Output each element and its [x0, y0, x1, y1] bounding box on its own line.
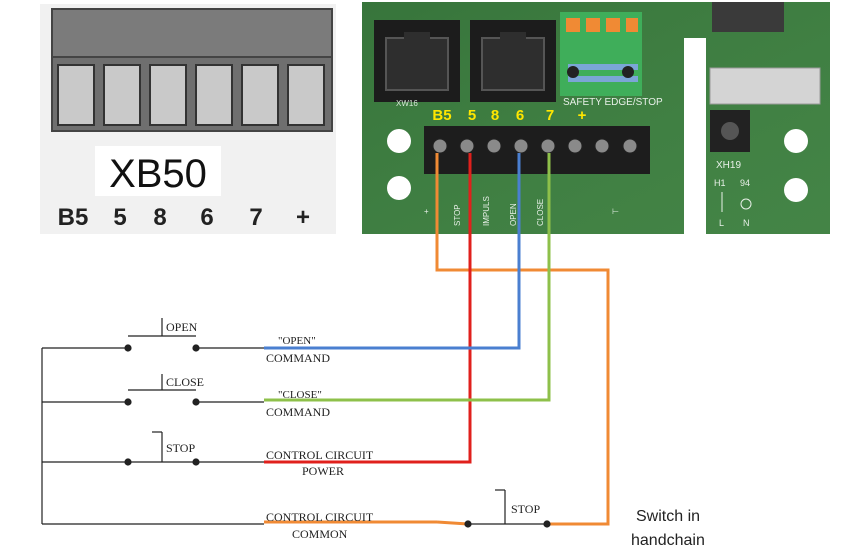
xb50-label-b5: B5 [58, 204, 89, 231]
wire-red [264, 153, 472, 464]
terminal-silk-labels: + STOP IMPULS OPEN CLOSE ⊢ [424, 196, 619, 226]
xb50-screw-slots [57, 64, 325, 126]
silk-impuls: IMPULS [482, 196, 491, 226]
fuse-holder [709, 67, 821, 105]
overlay-8: 8 [491, 107, 499, 124]
wire-orange [435, 153, 610, 526]
open-command-line1: "OPEN" [278, 335, 316, 347]
silk-open: OPEN [509, 203, 518, 226]
overlay-7: 7 [546, 107, 554, 124]
power-line1: CONTROL CIRCUIT [266, 448, 374, 462]
xb50-label-8: 8 [153, 204, 166, 231]
open-command-line2: COMMAND [266, 351, 330, 365]
safety-edge-silk: SAFETY EDGE/STOP [563, 97, 663, 108]
xb50-label-6: 6 [200, 204, 213, 231]
rj-jack-right [470, 20, 556, 102]
overlay-6: 6 [516, 107, 524, 124]
switch-label-stop-handchain: STOP [511, 502, 540, 516]
mount-hole [784, 129, 808, 153]
mount-hole [387, 129, 411, 153]
common-line2: COMMON [292, 527, 348, 541]
wire-orange-common [436, 520, 469, 526]
xh19-label: XH19 [716, 160, 741, 171]
switch-label-open: OPEN [166, 320, 198, 334]
mount-hole [784, 178, 808, 202]
wires [264, 153, 610, 526]
safety-edge-connector [560, 12, 642, 96]
switch-label-close: CLOSE [166, 375, 204, 389]
silk-close: CLOSE [536, 199, 545, 226]
silk-stop: STOP [453, 204, 462, 226]
switch-label-stop: STOP [166, 441, 195, 455]
rj-jack-left [374, 20, 460, 102]
terminal-overlay-labels: B5 5 8 6 7 + [432, 107, 586, 124]
xb50-labels: B5 5 8 6 7 + [58, 204, 310, 231]
overlay-5: 5 [468, 107, 476, 124]
overlay-plus: + [578, 107, 587, 124]
schematic-labels: OPEN CLOSE STOP STOP "OPEN" COMMAND "CLO… [166, 320, 540, 541]
wire-blue [264, 153, 521, 350]
xb50-title: XB50 [109, 152, 207, 196]
close-command-line2: COMMAND [266, 405, 330, 419]
close-command-line1: "CLOSE" [278, 389, 322, 401]
power-line2: POWER [302, 464, 344, 478]
xb50-label-7: 7 [249, 204, 262, 231]
n94-label: 94 [740, 178, 750, 188]
handchain-note-line2: handchain [631, 532, 705, 549]
l-label: L [719, 218, 724, 228]
wire-green [264, 153, 551, 402]
silk-plus: + [424, 207, 429, 216]
pcb-board: XW16 SAFETY EDGE/STOP XH19 H1 94 L N [362, 2, 830, 234]
common-line1: CONTROL CIRCUIT [266, 510, 374, 524]
schematic [41, 318, 551, 528]
mount-hole [387, 176, 411, 200]
relay-component [712, 2, 784, 32]
xb50-terminal-image: XB50 B5 5 8 6 7 + [40, 4, 336, 234]
n-label: N [743, 218, 750, 228]
xb50-label-plus: + [296, 204, 310, 231]
xb50-label-5: 5 [113, 204, 126, 231]
silk-gap: ⊢ [612, 207, 619, 216]
handchain-note: Switch in handchain [631, 508, 705, 549]
handchain-note-line1: Switch in [636, 508, 700, 525]
overlay-b5: B5 [432, 107, 451, 124]
terminal-strip [424, 126, 650, 174]
h1-label: H1 [714, 178, 726, 188]
jack-silk-label: XW16 [396, 99, 418, 108]
